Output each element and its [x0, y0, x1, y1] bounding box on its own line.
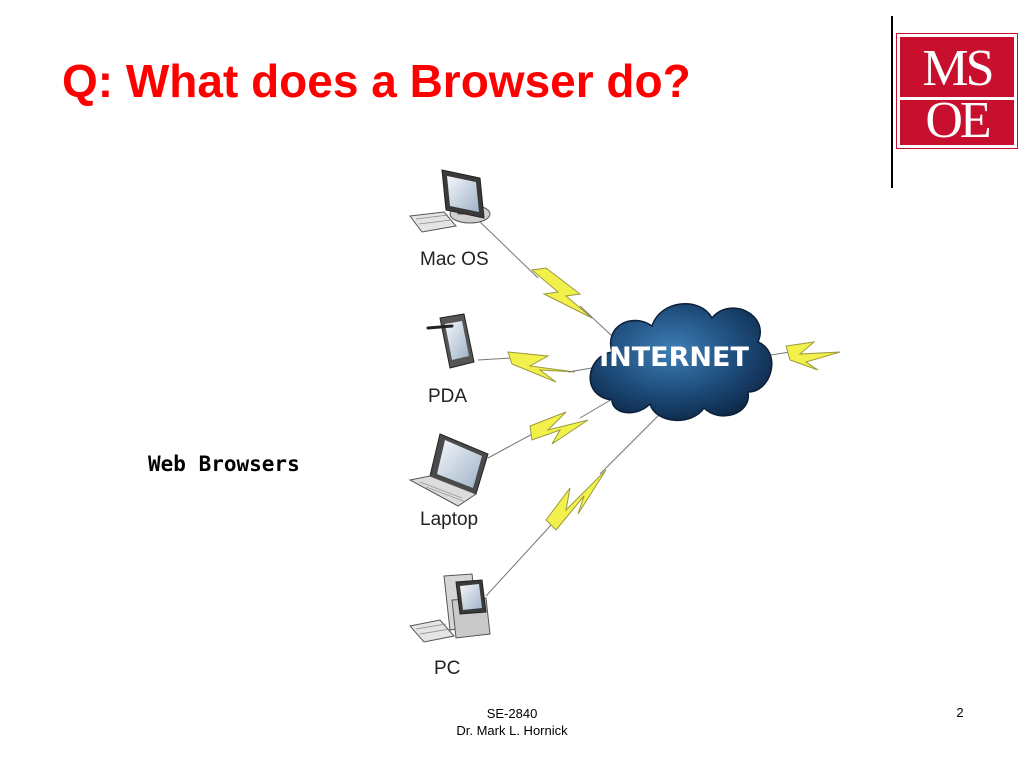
web-browsers-label: Web Browsers — [148, 452, 300, 476]
internet-cloud-icon: INTERNET — [589, 303, 773, 422]
link-laptop — [487, 397, 615, 459]
device-label-pda: PDA — [428, 386, 467, 407]
logo-line-1: MS — [900, 43, 1014, 100]
footer-author: Dr. Mark L. Hornick — [456, 723, 568, 738]
footer-course: SE-2840 — [486, 706, 538, 721]
pda-device-icon — [426, 313, 475, 369]
page-number: 2 — [956, 705, 964, 720]
device-label-pc: PC — [434, 658, 460, 679]
msoe-logo: MS OE — [896, 33, 1018, 149]
link-mac — [477, 219, 613, 337]
device-label-mac: Mac OS — [420, 249, 489, 270]
slide-title: Q: What does a Browser do? — [62, 55, 691, 107]
link-pc — [485, 413, 661, 597]
cloud-label: INTERNET — [599, 342, 749, 373]
device-label-laptop: Laptop — [420, 509, 478, 530]
laptop-device-icon — [408, 433, 489, 507]
pc-device-icon — [409, 573, 491, 643]
header-divider — [891, 16, 893, 188]
mac-device-icon — [409, 169, 491, 233]
logo-line-2: OE — [925, 92, 991, 149]
link-pda — [477, 351, 605, 383]
slide-footer: SE-2840 Dr. Mark L. Hornick — [400, 705, 624, 739]
